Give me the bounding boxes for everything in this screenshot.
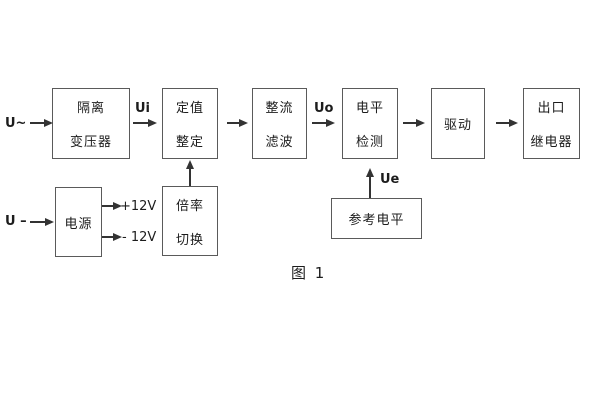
block-label-line: 参考电平 bbox=[348, 213, 405, 228]
block-rectifier-filter: 整流 滤波 bbox=[252, 88, 307, 159]
block-label-line: 电源 bbox=[64, 216, 93, 232]
block-label-line: 电平 bbox=[355, 101, 384, 116]
block-setpoint-adjust: 定值 整定 bbox=[162, 88, 218, 159]
signal-label-uo: Uo bbox=[314, 101, 334, 116]
arrow-reference-level-to-level-detector bbox=[369, 176, 371, 198]
block-power-supply: 电源 bbox=[55, 187, 102, 257]
block-label-line: 倍率 bbox=[175, 198, 204, 214]
block-ratio-switch: 倍率 切换 bbox=[162, 186, 218, 256]
signal-label-minus-12v: - 12V bbox=[122, 230, 157, 245]
block-label-line: 定值 bbox=[175, 101, 204, 116]
signal-label-ac-input: U~ bbox=[5, 116, 27, 131]
block-label-line: 整定 bbox=[175, 135, 204, 150]
signal-label-dc-input: U – bbox=[5, 214, 27, 229]
signal-label-ui: Ui bbox=[135, 101, 151, 116]
arrow-isolation-transformer-to-setpoint-adjust bbox=[133, 122, 149, 124]
arrow-level-detector-to-driver bbox=[403, 122, 417, 124]
block-label-line: 滤波 bbox=[265, 135, 294, 150]
block-level-detector: 电平 检测 bbox=[342, 88, 398, 159]
block-output-relay: 出口 继电器 bbox=[523, 88, 580, 159]
block-label-line: 变压器 bbox=[69, 135, 112, 150]
block-reference-level: 参考电平 bbox=[331, 198, 422, 239]
figure-caption: 图 1 bbox=[291, 264, 327, 282]
arrow-ac-input-to-isolation-transformer bbox=[30, 122, 45, 124]
block-label-line: 继电器 bbox=[530, 135, 573, 150]
block-label-line: 出口 bbox=[537, 101, 566, 116]
signal-label-ue: Ue bbox=[380, 172, 400, 187]
block-label-line: 切换 bbox=[175, 232, 204, 248]
signal-label-plus-12v: +12V bbox=[120, 199, 157, 214]
block-label-line: 整流 bbox=[265, 101, 294, 116]
block-isolation-transformer: 隔离 变压器 bbox=[52, 88, 130, 159]
arrow-setpoint-adjust-to-rectifier-filter bbox=[227, 122, 240, 124]
block-driver: 驱动 bbox=[431, 88, 485, 159]
block-label-line: 驱动 bbox=[443, 118, 472, 133]
block-label-line: 检测 bbox=[355, 135, 384, 150]
arrow-power-supply-minus-12v-output bbox=[102, 236, 114, 238]
block-label-line: 隔离 bbox=[76, 101, 105, 116]
arrow-rectifier-filter-to-level-detector bbox=[312, 122, 327, 124]
arrow-power-supply-plus-12v-output bbox=[102, 205, 114, 207]
arrow-driver-to-output-relay bbox=[496, 122, 510, 124]
arrow-dc-input-to-power-supply bbox=[30, 221, 46, 223]
arrow-ratio-switch-to-setpoint-adjust bbox=[189, 168, 191, 186]
